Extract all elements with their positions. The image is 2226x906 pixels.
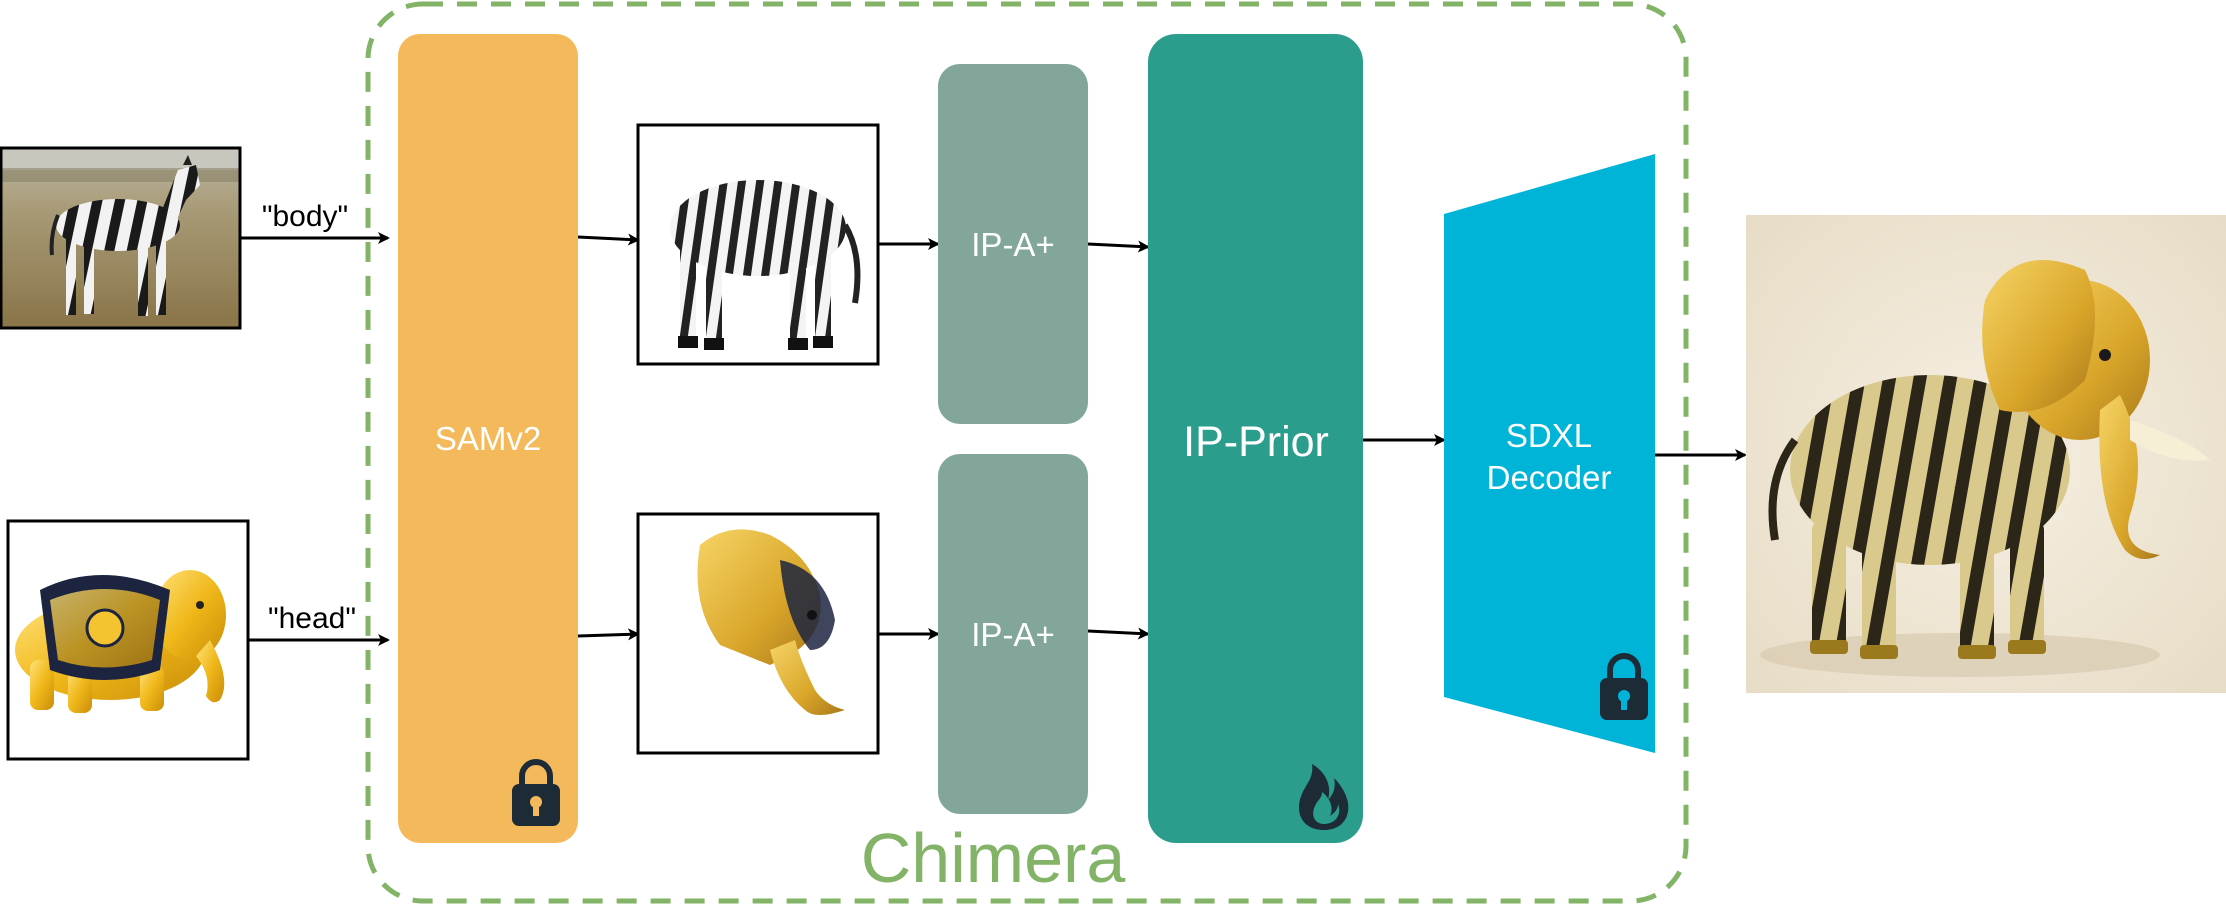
elephant-input-image [6,519,250,761]
sdxl-decoder-block [1444,154,1655,753]
chimera-output-image [1746,215,2226,693]
sdxl-decoder-label-line1: SDXL [1506,417,1592,454]
arrow-sam-to-head-crop [577,628,640,641]
body-prompt-label: "body" [262,200,348,233]
segmented-body-image [636,123,880,366]
lock-icon [1600,653,1648,720]
ipa-top-block [938,64,1088,424]
sdxl-decoder-label-line2: Decoder [1487,459,1612,496]
ipa-bottom-label: IP-A+ [971,616,1054,653]
segmented-head-image [636,512,880,755]
ipa-top-label: IP-A+ [971,226,1054,263]
flame-icon [1298,764,1349,830]
samv2-label: SAMv2 [435,420,541,457]
chimera-container [365,1,1689,904]
chimera-title: Chimera [861,819,1126,897]
lock-icon [512,759,560,826]
head-prompt-label: "head" [268,602,356,635]
arrow-sam-to-body-crop [577,233,640,246]
arrow-ipa-bottom-to-prior [1087,627,1150,640]
arrow-ipa-top-to-prior [1087,240,1150,253]
ip-prior-block [1148,34,1363,843]
zebra-input-image [0,146,242,330]
ip-prior-label: IP-Prior [1183,418,1329,466]
samv2-block [398,34,578,843]
ipa-bottom-block [938,454,1088,814]
